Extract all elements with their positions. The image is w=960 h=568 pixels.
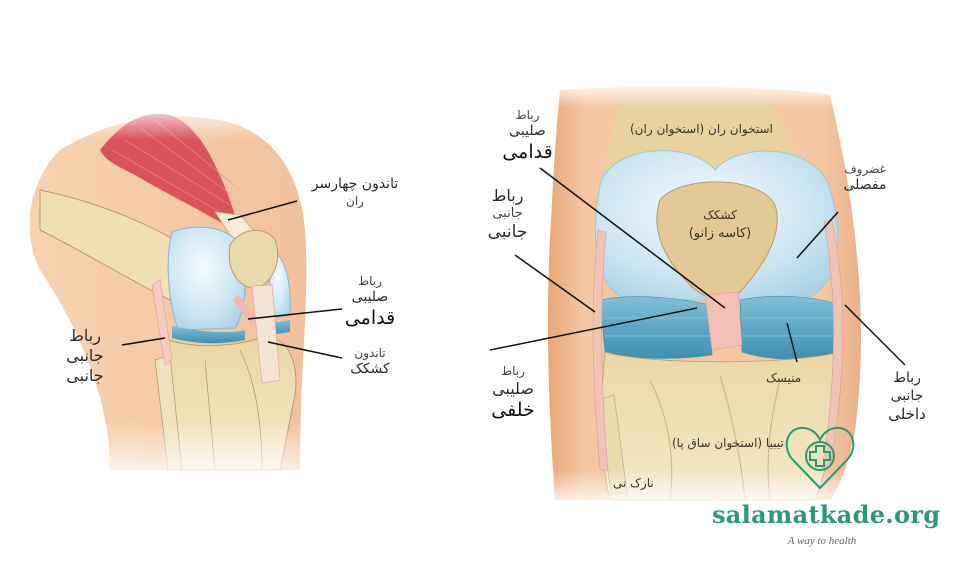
label-femur: استخوان ران (استخوان ران) bbox=[630, 122, 773, 136]
label-patellar-tendon: تاندون کشکک bbox=[350, 346, 390, 377]
label-front-acl: رباط صلیبی قدامی bbox=[502, 108, 553, 163]
front-view-leader-lines bbox=[489, 167, 906, 366]
heart-cross-icon bbox=[785, 426, 855, 490]
label-tibia: تیبیا (استخوان ساق پا) bbox=[672, 436, 784, 450]
side-view-knee bbox=[20, 100, 340, 490]
label-mcl: رباط جانبی داخلی bbox=[888, 370, 926, 423]
label-pcl: رباط صلیبی خلفی bbox=[491, 364, 535, 421]
label-patella: کشکک (کاسه زانو) bbox=[688, 208, 752, 241]
watermark-tagline: A way to health bbox=[787, 535, 857, 547]
label-articular-cartilage: غضروف مفصلی bbox=[843, 162, 887, 193]
label-front-lcl: رباط جانبی جانبی bbox=[487, 186, 528, 243]
label-fibula: نازک نی bbox=[613, 476, 654, 490]
label-side-acl: رباط صلیبی قدامی bbox=[344, 274, 396, 329]
side-view-leader-lines bbox=[121, 200, 343, 359]
label-meniscus: منیسک bbox=[766, 371, 802, 385]
label-side-lateral-ligament: رباط جانبی جانبی bbox=[66, 326, 104, 385]
label-quad-tendon: تاندون چهارسر ران bbox=[311, 176, 399, 208]
watermark-site-name: salamatkade.org bbox=[712, 500, 941, 529]
